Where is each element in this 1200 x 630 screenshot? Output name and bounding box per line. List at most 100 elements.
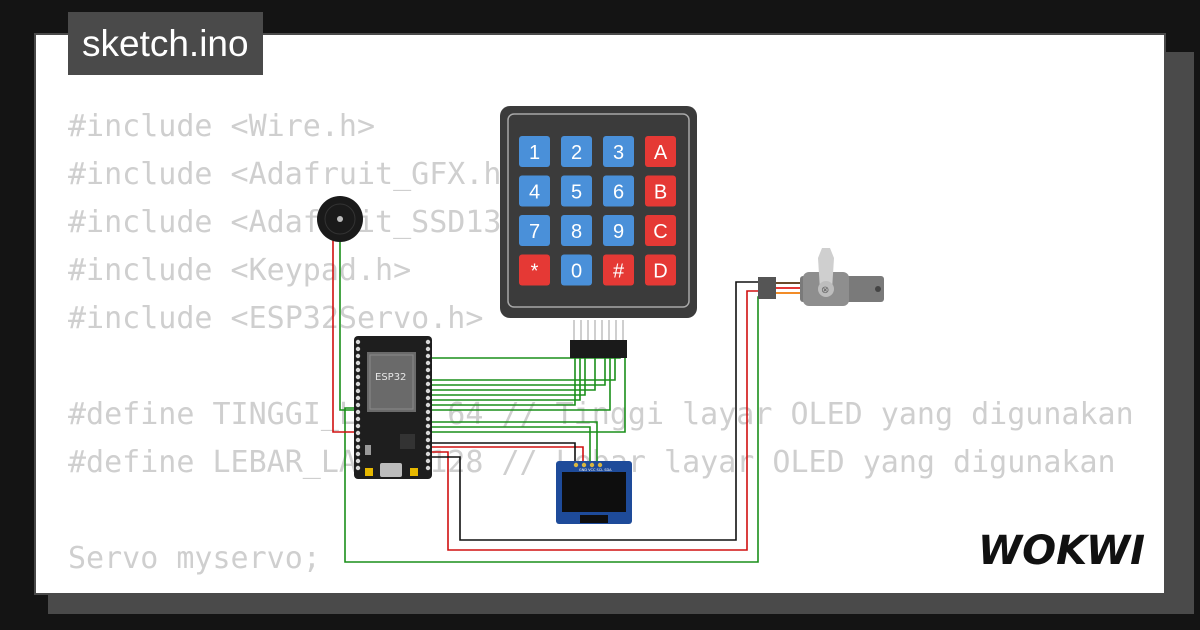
esp32-pin: [355, 346, 361, 352]
esp32-pin: [425, 451, 431, 457]
esp32-pin: [425, 388, 431, 394]
esp32-pin: [425, 339, 431, 345]
servo-screw-icon: ⊗: [821, 285, 829, 296]
wire: [428, 281, 760, 541]
wire: [339, 238, 356, 411]
keypad-key[interactable]: 9: [603, 215, 634, 246]
svg-text:#: #: [613, 261, 625, 283]
esp32-pin: [425, 437, 431, 443]
esp32-pin: [355, 458, 361, 464]
keypad-key[interactable]: 8: [561, 215, 592, 246]
esp32-pin: [425, 465, 431, 471]
svg-text:6: 6: [613, 182, 624, 204]
esp32-pin: [425, 458, 431, 464]
esp32-pin: [355, 423, 361, 429]
wire: [332, 240, 356, 433]
esp32-pin: [425, 423, 431, 429]
esp32-pin: [355, 444, 361, 450]
svg-text:2: 2: [571, 142, 582, 164]
esp32-pin: [355, 353, 361, 359]
servo[interactable]: ⊗: [758, 248, 884, 306]
esp32-pin: [425, 374, 431, 380]
esp32-pin: [355, 360, 361, 366]
esp32-pin: [425, 402, 431, 408]
svg-text:*: *: [531, 261, 539, 283]
keypad-key[interactable]: D: [645, 254, 676, 286]
keypad-key[interactable]: 7: [519, 215, 550, 246]
esp32-pin: [425, 381, 431, 387]
code-line: #include <Adafruit_GFX.h>: [68, 157, 520, 192]
svg-text:9: 9: [613, 221, 624, 243]
wokwi-logo: WOKWI: [978, 528, 1145, 574]
wire: [428, 426, 591, 462]
wire: [356, 340, 611, 411]
svg-text:0: 0: [571, 261, 582, 283]
svg-text:8: 8: [571, 221, 582, 243]
esp32-pin: [425, 416, 431, 422]
oled-display[interactable]: GND VCC SCL SDA: [556, 461, 632, 524]
wire: [428, 340, 576, 406]
keypad-key[interactable]: 5: [561, 175, 592, 207]
keypad-key[interactable]: #: [603, 254, 634, 286]
esp32-pin: [355, 395, 361, 401]
wire: [356, 340, 626, 433]
esp32-pin: [425, 346, 431, 352]
wire: [428, 421, 598, 462]
esp32-pin: [425, 409, 431, 415]
svg-text:C: C: [653, 221, 667, 243]
esp32-pin: [355, 367, 361, 373]
wire: [428, 442, 576, 462]
code-line: #include <Wire.h>: [68, 109, 376, 144]
keypad-key[interactable]: 2: [561, 136, 592, 167]
svg-text:WOKWI: WOKWI: [978, 528, 1145, 574]
esp32-pin: [355, 451, 361, 457]
esp32-pin: [425, 430, 431, 436]
file-tab[interactable]: sketch.ino: [68, 12, 263, 75]
esp32-pin: [425, 360, 431, 366]
wires: [332, 238, 760, 563]
keypad-header: [570, 320, 627, 358]
svg-text:D: D: [653, 261, 667, 283]
esp32-pin: [425, 444, 431, 450]
esp32-pin: [355, 430, 361, 436]
esp32-pin: [355, 402, 361, 408]
code-line: #include <ESP32Servo.h>: [68, 301, 484, 336]
esp32-pin: [355, 374, 361, 380]
esp32-pin: [355, 388, 361, 394]
svg-text:B: B: [654, 182, 667, 204]
oled-pin-labels: GND VCC SCL SDA: [579, 468, 612, 472]
wire: [428, 446, 584, 462]
keypad-key[interactable]: C: [645, 215, 676, 246]
svg-text:4: 4: [529, 182, 540, 204]
keypad-key[interactable]: 6: [603, 175, 634, 207]
wire: [428, 340, 596, 391]
code-line: #include <Keypad.h>: [68, 253, 412, 288]
keypad-key[interactable]: 0: [561, 254, 592, 286]
svg-text:5: 5: [571, 182, 582, 204]
keypad-key[interactable]: 3: [603, 136, 634, 167]
esp32-label: ESP32: [375, 372, 406, 383]
esp32-pin: [425, 395, 431, 401]
svg-text:7: 7: [529, 221, 540, 243]
wire: [428, 340, 581, 401]
esp32-pin: [355, 381, 361, 387]
esp32-pin: [355, 339, 361, 345]
keypad-key[interactable]: 4: [519, 175, 550, 207]
buzzer[interactable]: [317, 196, 363, 242]
wire: [428, 340, 586, 396]
esp32-pin: [355, 416, 361, 422]
esp32-pin: [355, 437, 361, 443]
esp32-board[interactable]: ESP32: [354, 336, 432, 479]
wire: [428, 290, 760, 551]
keypad-key[interactable]: A: [645, 136, 676, 167]
svg-text:3: 3: [613, 142, 624, 164]
esp32-pin: [425, 353, 431, 359]
keypad-key[interactable]: 1: [519, 136, 550, 167]
keypad-key[interactable]: B: [645, 175, 676, 207]
keypad-key[interactable]: *: [519, 254, 550, 286]
esp32-pin: [355, 465, 361, 471]
svg-text:A: A: [654, 142, 668, 164]
esp32-pin: [355, 409, 361, 415]
